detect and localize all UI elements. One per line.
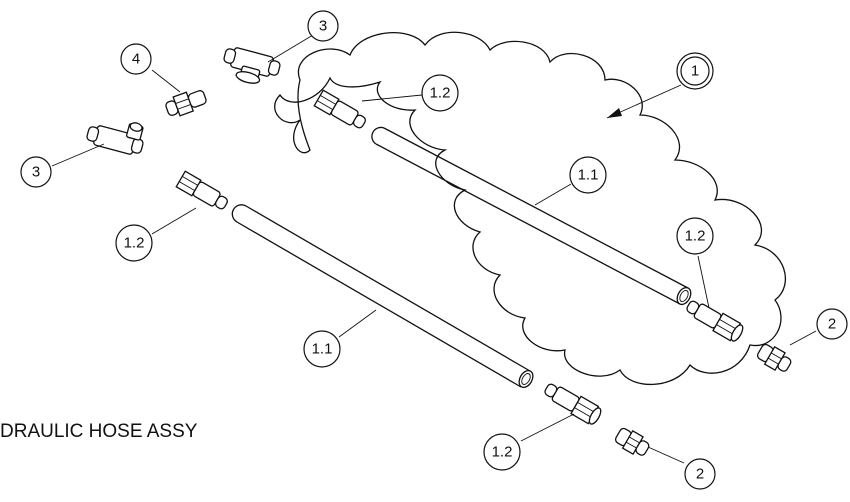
balloon-1-1-lower: 1.1 [303, 330, 341, 368]
balloon-1-2-bottom: 1.2 [483, 433, 521, 471]
balloon-1-2-bottom-label: 1.2 [492, 444, 513, 461]
fitting-1-2-right [686, 300, 744, 342]
hose-upper [371, 126, 692, 306]
balloon-1-label: 1 [691, 63, 699, 80]
tee-fitting-3-left [86, 122, 144, 155]
balloon-1: 1 [676, 52, 714, 90]
balloon-3-top-label: 3 [319, 18, 327, 35]
balloon-1-1-upper-label: 1.1 [578, 167, 599, 184]
balloon-4-label: 4 [132, 51, 140, 68]
balloon-3-left-label: 3 [32, 164, 40, 181]
revision-cloud [274, 31, 786, 386]
adapter-4 [165, 90, 207, 117]
balloon-2-bottom: 2 [684, 458, 716, 490]
balloon-1-2-left-label: 1.2 [124, 235, 145, 252]
balloon-2-right: 2 [816, 308, 848, 340]
hose-lower [231, 204, 534, 389]
balloon-4: 4 [120, 43, 152, 75]
balloon-1-2-upper-label: 1.2 [430, 85, 451, 102]
balloon-1-1-upper: 1.1 [569, 156, 607, 194]
tee-fitting-3-top [223, 47, 281, 84]
balloon-2-bottom-label: 2 [696, 466, 704, 483]
balloon-1-1-lower-label: 1.1 [312, 341, 333, 358]
adapter-2-right [756, 343, 792, 372]
balloon-1-2-right-label: 1.2 [685, 228, 706, 245]
fitting-1-2-left [175, 170, 228, 210]
balloon-3-top: 3 [307, 10, 339, 42]
fitting-1-2-upper [313, 89, 366, 129]
leader-lines [51, 34, 817, 464]
balloon-3-left: 3 [20, 156, 52, 188]
balloon-2-right-label: 2 [828, 316, 836, 333]
balloon-1-2-right: 1.2 [676, 217, 714, 255]
balloon-1-2-upper: 1.2 [421, 74, 459, 112]
drawing-title: DRAULIC HOSE ASSY [0, 421, 198, 442]
balloon-1-2-left: 1.2 [115, 224, 153, 262]
fitting-1-2-bottom [544, 383, 602, 425]
adapter-2-bottom [614, 427, 650, 456]
leader-arrowhead [607, 108, 622, 118]
